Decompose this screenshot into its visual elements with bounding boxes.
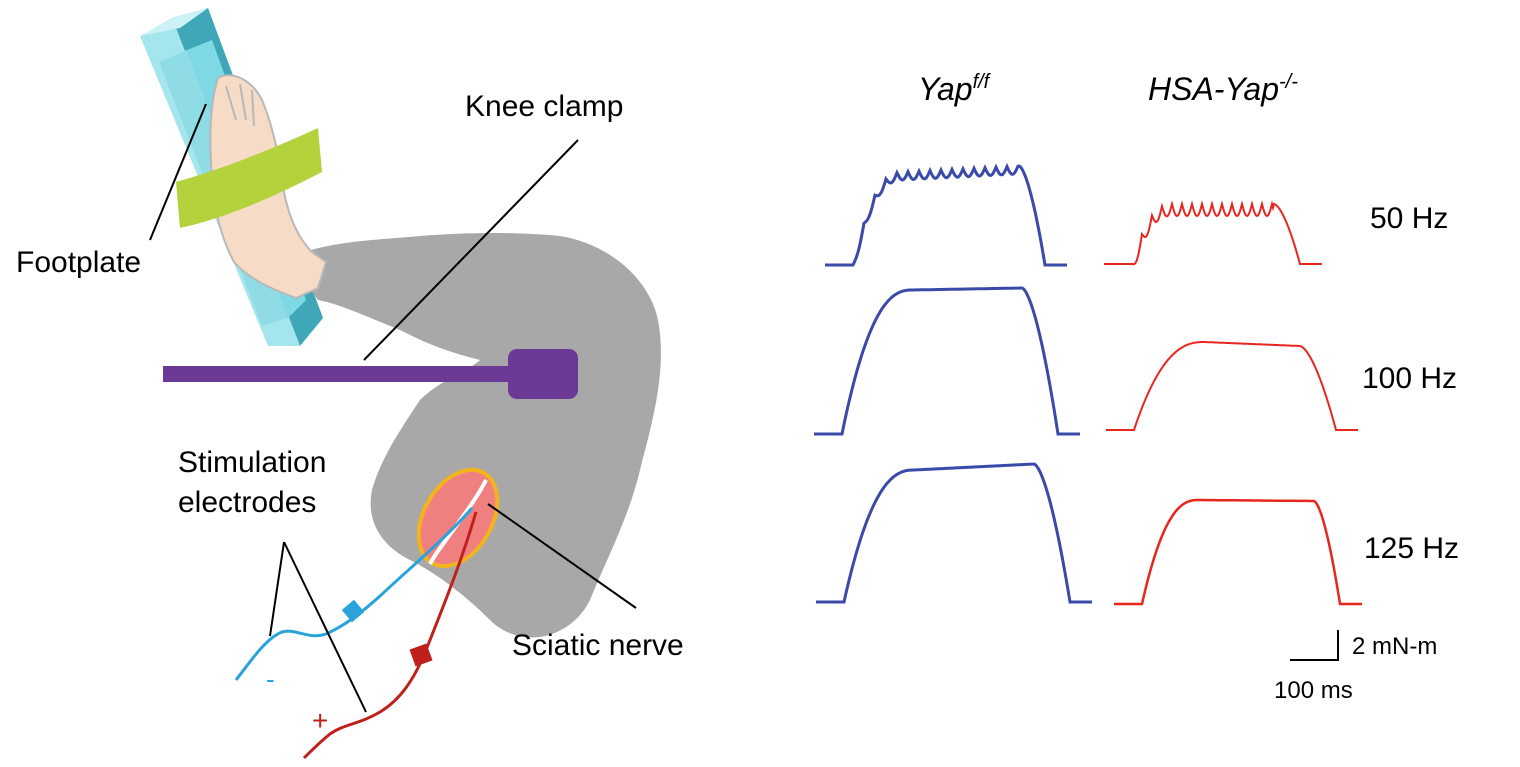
footplate-pointer <box>149 103 207 241</box>
electrode-minus-wire <box>234 507 474 681</box>
column-header-knockout-base: HSA-Yap <box>1148 71 1279 107</box>
row-label-100hz: 100 Hz <box>1362 362 1457 395</box>
knee-clamp-pointer <box>363 139 579 361</box>
schematic: Footplate Knee clamp Stimulation electro… <box>16 8 684 760</box>
row-label-50hz: 50 Hz <box>1370 202 1448 235</box>
stimulation-label-line1: Stimulation <box>178 446 326 479</box>
column-header-control: Yapf/f <box>918 71 992 107</box>
stimulation-label-line2: electrodes <box>178 486 316 519</box>
traces-panel: Yapf/f HSA-Yap-/- 50 Hz 100 Hz 125 Hz 2 … <box>814 71 1459 704</box>
column-header-knockout-sup: -/- <box>1279 71 1298 93</box>
scale-bar-y-label: 2 mN-m <box>1352 633 1437 660</box>
trace-knockout-100hz <box>1106 341 1358 431</box>
electrode-pointer-a <box>269 541 285 637</box>
row-label-125hz: 125 Hz <box>1364 532 1459 565</box>
electrode-minus-label: - <box>266 664 275 694</box>
knee-clamp-label: Knee clamp <box>465 90 623 123</box>
electrode-plus-wire <box>302 511 478 760</box>
electrode-plus-label: + <box>312 705 328 736</box>
column-header-control-sup: f/f <box>973 71 992 93</box>
column-header-control-base: Yap <box>918 71 973 107</box>
footplate-label: Footplate <box>16 246 141 279</box>
column-header-knockout: HSA-Yap-/- <box>1148 71 1298 107</box>
trace-knockout-125hz <box>1114 498 1362 606</box>
electrode-pointer-b <box>283 541 367 713</box>
trace-control-125hz <box>816 462 1092 604</box>
trace-control-100hz <box>814 286 1080 436</box>
foot-band <box>176 128 322 228</box>
sciatic-nerve-pointer <box>487 503 637 609</box>
scale-bar-x-label: 100 ms <box>1274 677 1353 704</box>
knee-clamp-block <box>508 349 578 399</box>
trace-control-50hz <box>825 162 1067 267</box>
scale-bar <box>1290 630 1339 661</box>
electrode-minus-connector <box>341 599 365 623</box>
trace-knockout-50hz <box>1104 200 1322 266</box>
electrode-plus-connector <box>409 643 433 667</box>
sciatic-nerve-label: Sciatic nerve <box>512 629 684 662</box>
knee-clamp-bar <box>163 366 523 382</box>
leg <box>288 233 661 638</box>
sciatic-nerve-strand <box>428 479 488 565</box>
